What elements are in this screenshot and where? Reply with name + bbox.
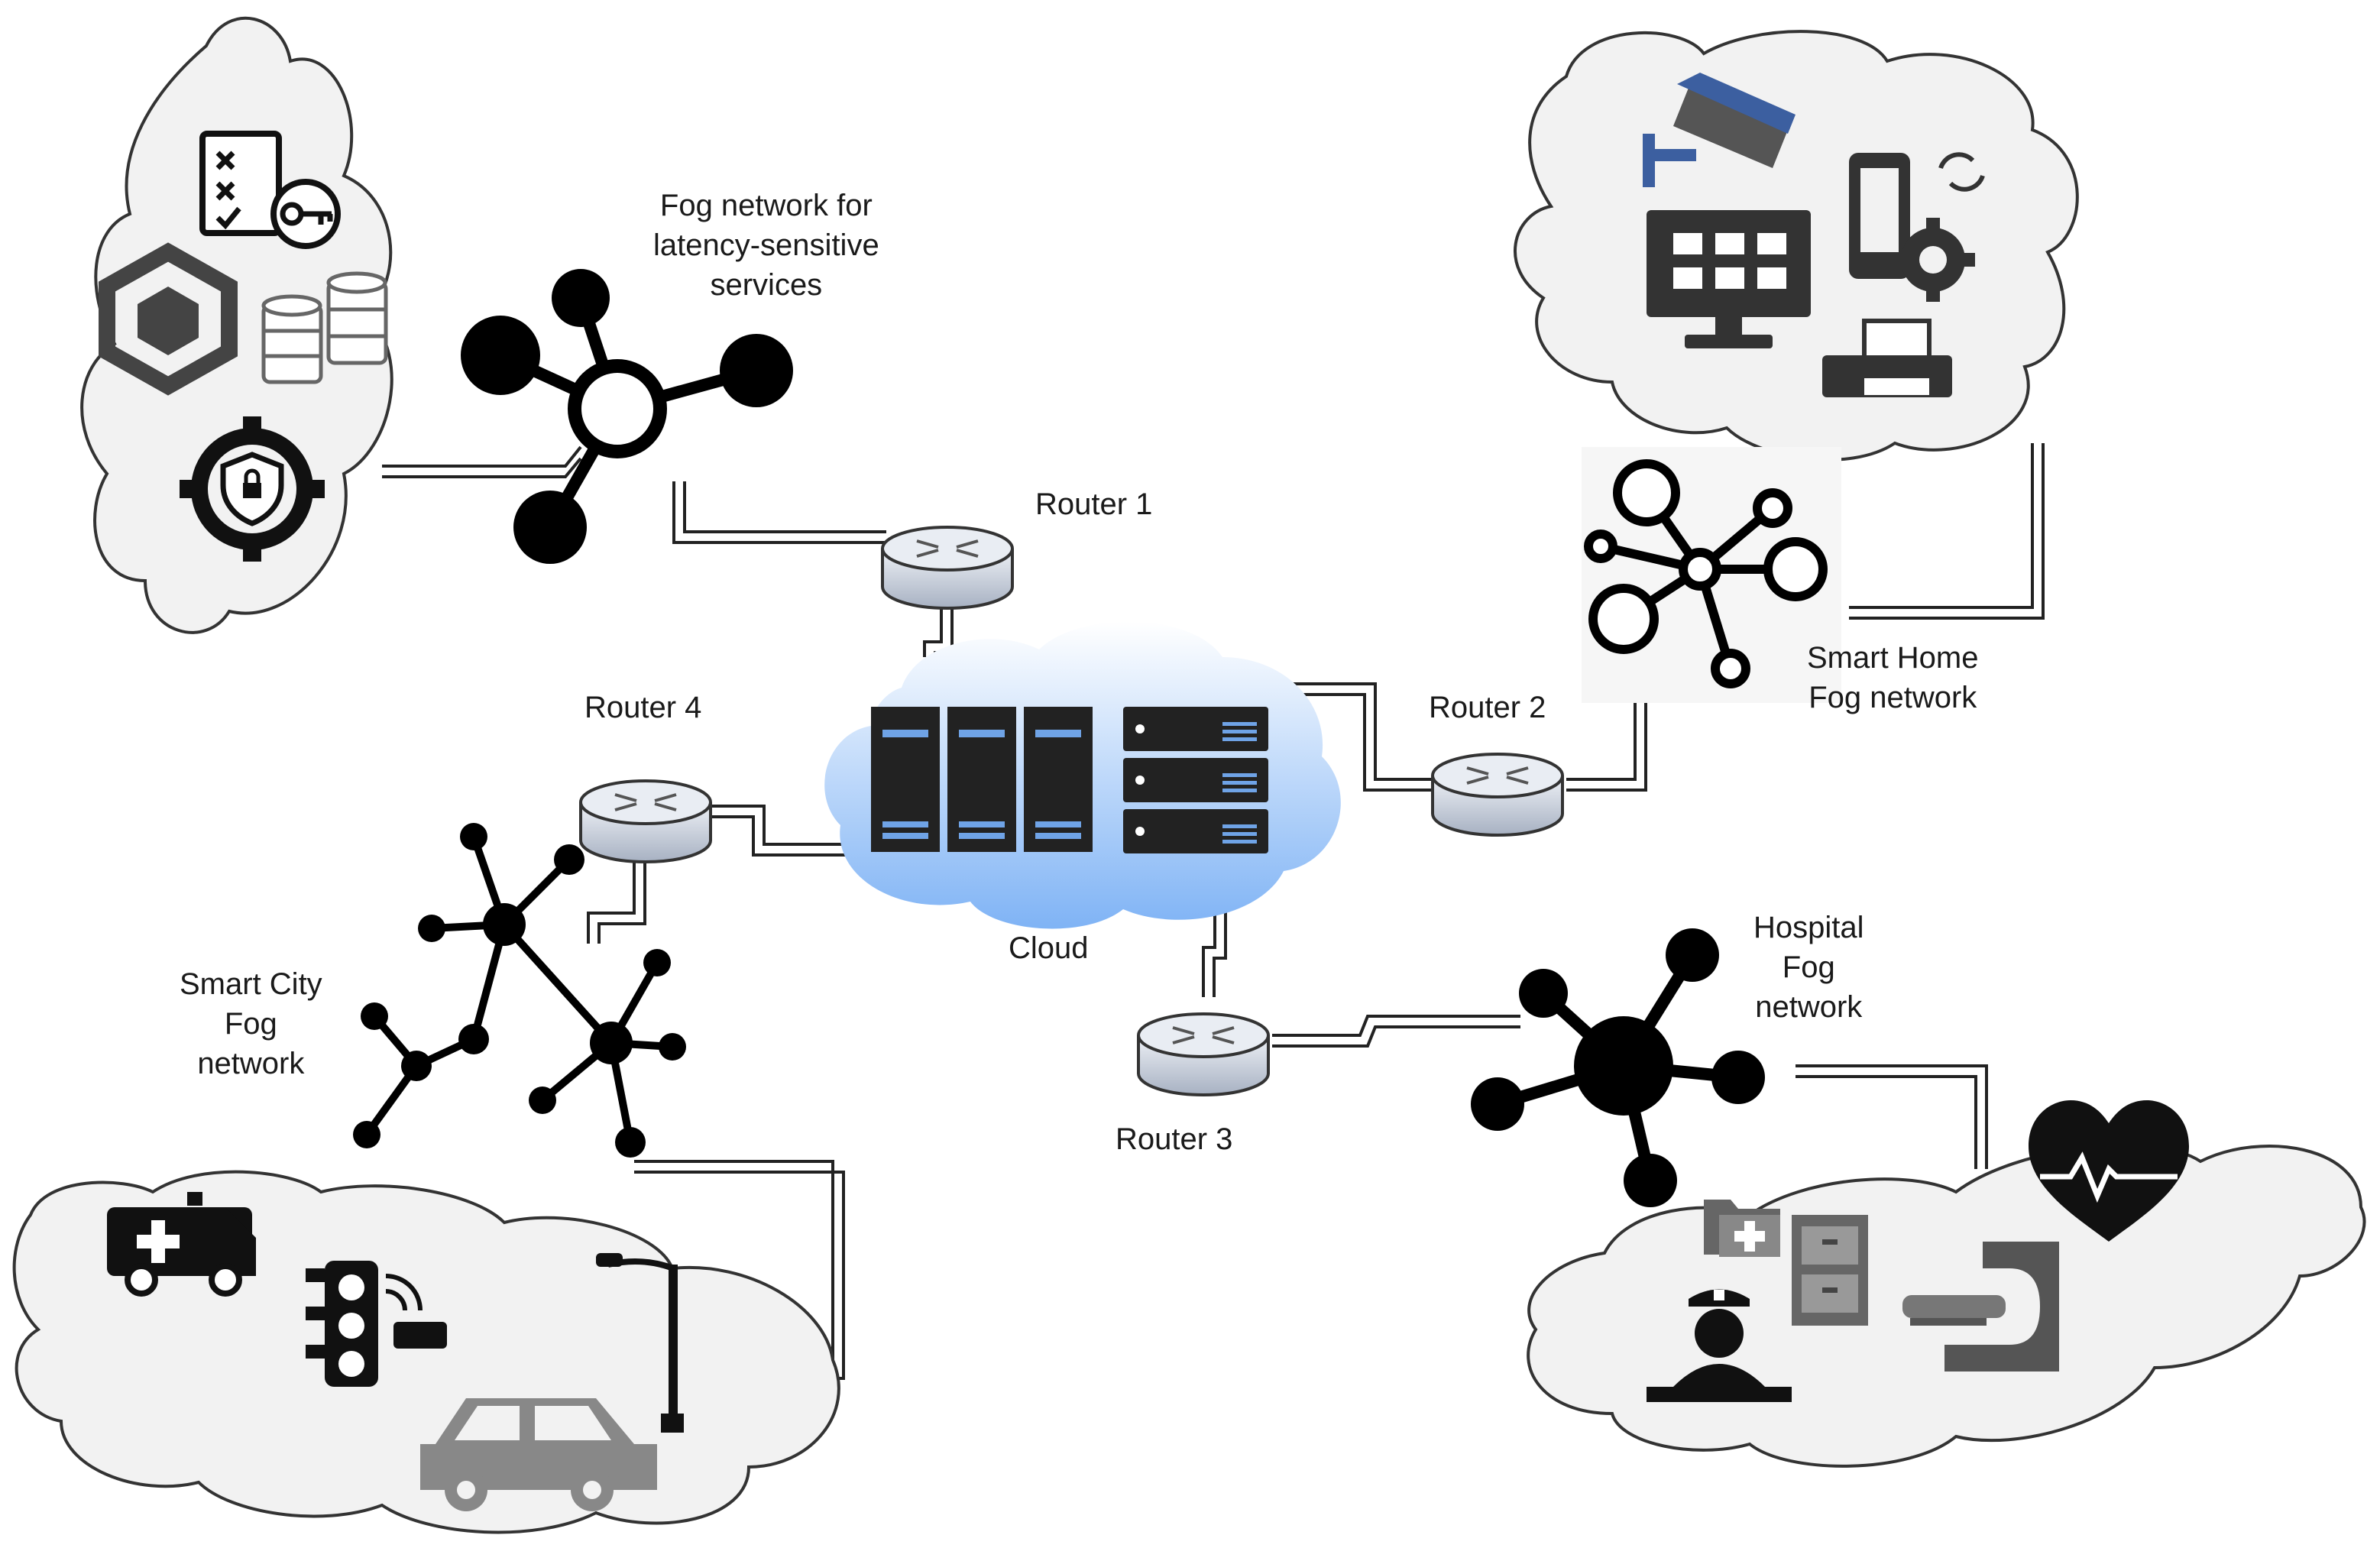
router3-icon xyxy=(1137,1012,1270,1096)
mri-scanner-icon xyxy=(1902,1242,2059,1372)
link-smarthome-to-cloud xyxy=(1849,443,2045,620)
smartphone-gear-icon xyxy=(1849,152,1985,302)
central-cloud xyxy=(824,621,1341,929)
security-gear-icon xyxy=(180,416,325,562)
link-router4-to-cloud xyxy=(711,805,848,857)
label-hospital-line3: network xyxy=(1755,990,1863,1024)
label-fog-latency: Fog network for latency-sensitive servic… xyxy=(653,186,879,305)
fog-smarthome-node xyxy=(1582,447,1841,703)
connections xyxy=(382,443,2045,1380)
label-fog-latency-line1: Fog network for xyxy=(659,189,873,222)
fog-smartcity-node xyxy=(353,823,686,1158)
label-smart-city: Smart City Fog network xyxy=(180,964,322,1083)
street-lamp-icon xyxy=(596,1253,684,1433)
label-router2: Router 2 xyxy=(1429,691,1546,724)
nurse-icon xyxy=(1647,1289,1792,1402)
router4-icon xyxy=(579,779,712,863)
link-router4-to-smartcity xyxy=(587,852,646,944)
label-router3: Router 3 xyxy=(1116,1122,1233,1156)
link-fog-latency-to-router1 xyxy=(672,481,886,544)
fog-latency-node xyxy=(461,269,793,564)
routers xyxy=(579,526,1564,1096)
medical-folder-icon xyxy=(1704,1200,1780,1257)
database-icon xyxy=(261,271,388,384)
label-smart-home: Smart Home Fog network xyxy=(1807,638,1979,717)
label-router1: Router 1 xyxy=(1035,487,1153,521)
ambulance-icon xyxy=(107,1192,256,1297)
label-hospital-line2: Fog xyxy=(1782,950,1835,984)
traffic-light-camera-icon xyxy=(306,1261,447,1387)
fog-hospital-node xyxy=(1471,928,1765,1207)
file-cabinet-icon xyxy=(1792,1215,1868,1326)
server-rack-icon xyxy=(871,707,1268,853)
label-smart-city-line3: network xyxy=(197,1047,305,1080)
label-smart-home-line2: Fog network xyxy=(1808,681,1977,714)
router2-icon xyxy=(1431,753,1564,837)
printer-icon xyxy=(1822,319,1952,397)
link-services-cloud-to-fog xyxy=(382,445,582,478)
label-smart-city-line1: Smart City xyxy=(180,967,322,1001)
blockchain-cube-icon xyxy=(99,242,238,396)
router1-icon xyxy=(881,526,1014,610)
link-hospital-to-cloud xyxy=(1796,1064,1988,1169)
car-icon xyxy=(420,1398,657,1511)
link-cloud-to-router2 xyxy=(1245,682,1436,792)
heart-pulse-icon xyxy=(2029,1100,2189,1242)
monitor-grid-icon xyxy=(1647,210,1811,348)
label-smart-city-line2: Fog xyxy=(224,1007,277,1041)
label-smart-home-line1: Smart Home xyxy=(1807,641,1979,675)
label-cloud: Cloud xyxy=(1009,931,1089,965)
label-fog-latency-line3: services xyxy=(710,268,823,302)
label-hospital: Hospital Fog network xyxy=(1753,908,1864,1027)
label-hospital-line1: Hospital xyxy=(1753,911,1864,944)
label-router4: Router 4 xyxy=(584,691,702,724)
link-router2-to-smarthome xyxy=(1566,676,1647,792)
link-router3-to-hospital xyxy=(1272,1015,1520,1048)
checklist-key-icon xyxy=(199,131,341,249)
cctv-camera-icon xyxy=(1643,73,1796,187)
label-fog-latency-line2: latency-sensitive xyxy=(653,228,879,262)
